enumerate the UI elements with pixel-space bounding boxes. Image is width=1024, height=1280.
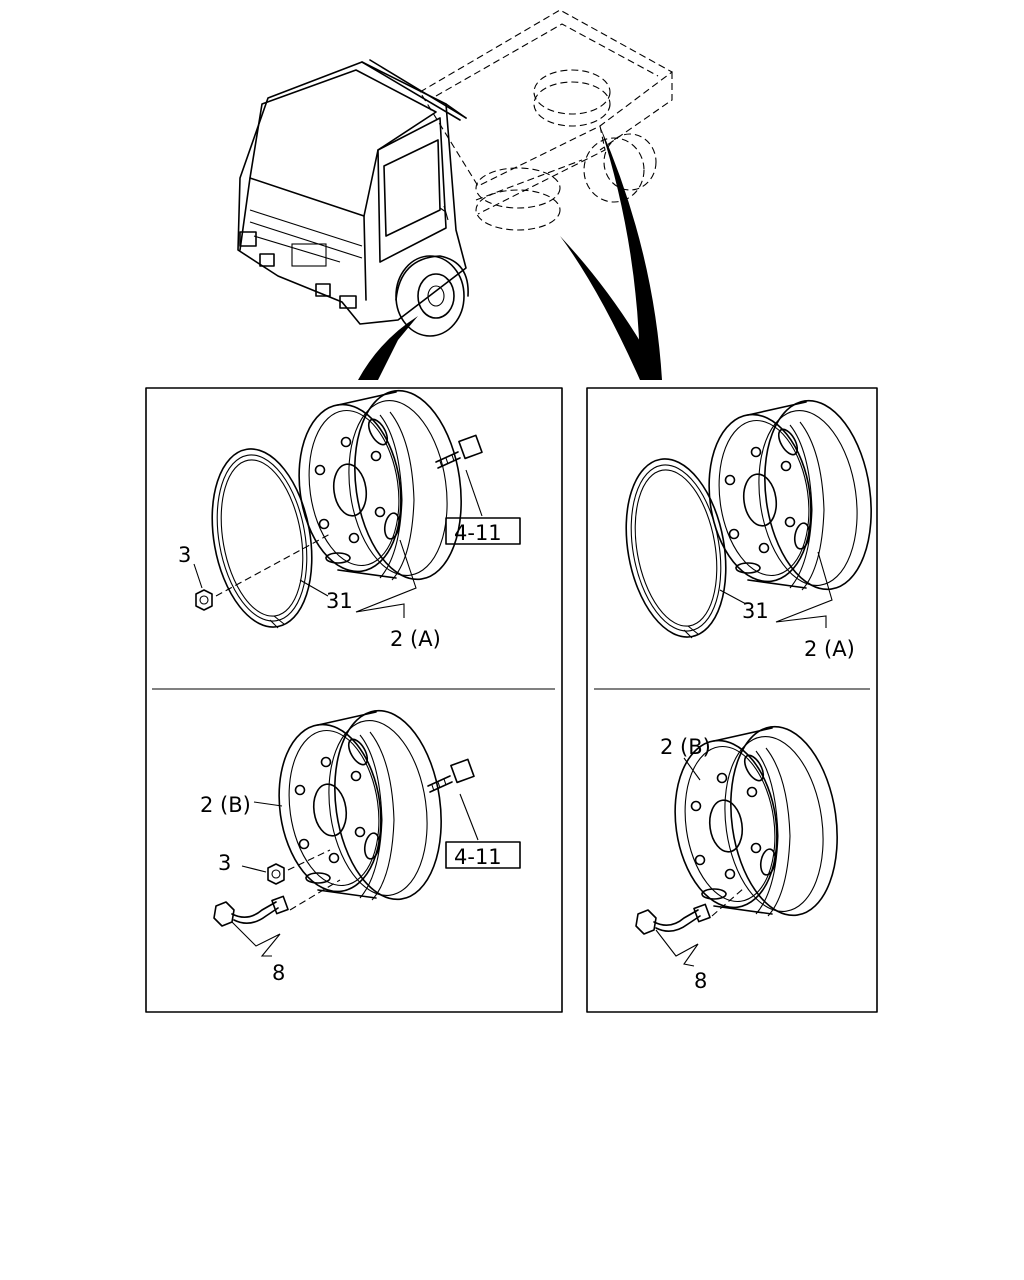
hub-bolt-icon bbox=[435, 434, 483, 469]
label-ring-right: 31 bbox=[742, 599, 769, 623]
lock-ring-icon bbox=[612, 450, 740, 646]
reference-lower: 4-11 bbox=[454, 845, 502, 869]
label-wheel-right-upper: 2 (A) bbox=[804, 637, 855, 661]
wheel-nut-icon bbox=[267, 863, 285, 885]
truck-illustration-icon bbox=[237, 9, 674, 380]
right-lower-assembly bbox=[635, 718, 850, 967]
reference-box-lower bbox=[445, 841, 521, 869]
label-ring-upper: 31 bbox=[326, 589, 353, 613]
lock-ring-icon bbox=[198, 440, 326, 636]
wheel-rim-icon bbox=[287, 382, 474, 588]
wheel-nut-icon bbox=[195, 589, 213, 611]
right-panel-frame bbox=[586, 387, 878, 1013]
label-wheel-right-lower: 2 (B) bbox=[660, 735, 711, 759]
reference-box-upper bbox=[445, 517, 521, 545]
label-nut-lower: 3 bbox=[218, 851, 231, 875]
wheel-rim-icon bbox=[267, 702, 454, 908]
label-wheel-upper: 2 (A) bbox=[390, 627, 441, 651]
valve-extension-icon bbox=[635, 903, 711, 935]
label-valve-lower: 8 bbox=[272, 961, 285, 985]
label-valve-right: 8 bbox=[694, 969, 707, 993]
left-lower-assembly bbox=[213, 702, 479, 957]
right-upper-assembly bbox=[612, 392, 884, 646]
valve-extension-icon bbox=[213, 895, 289, 927]
reference-upper: 4-11 bbox=[454, 521, 502, 545]
left-panel-frame bbox=[145, 387, 563, 1013]
label-wheel-lower: 2 (B) bbox=[200, 793, 251, 817]
left-upper-assembly bbox=[193, 382, 483, 636]
label-nut-upper: 3 bbox=[178, 543, 191, 567]
